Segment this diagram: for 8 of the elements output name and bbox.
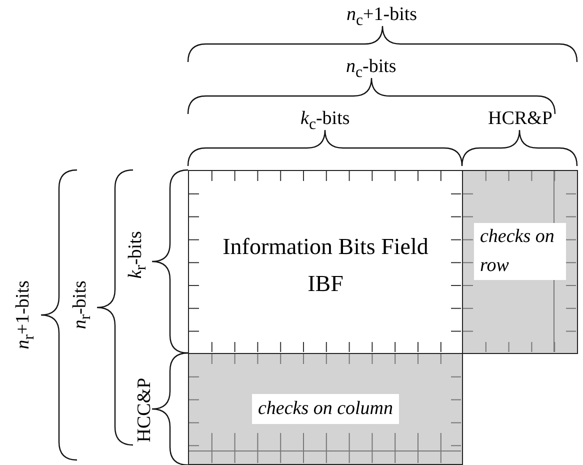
dimension-label: n$_{c}$+1-bits xyxy=(346,4,418,30)
dimension-label: k$_{c}$-bits xyxy=(300,108,350,134)
block-title: Information Bits Field IBF xyxy=(222,233,430,298)
dimension-label: HCC&P xyxy=(134,378,156,442)
dimension-label: n$_{c}$-bits xyxy=(346,56,396,82)
dimension-label: HCR&P xyxy=(488,108,552,130)
block-label: checks on row xyxy=(474,223,566,280)
block-label: checks on column xyxy=(252,394,400,424)
